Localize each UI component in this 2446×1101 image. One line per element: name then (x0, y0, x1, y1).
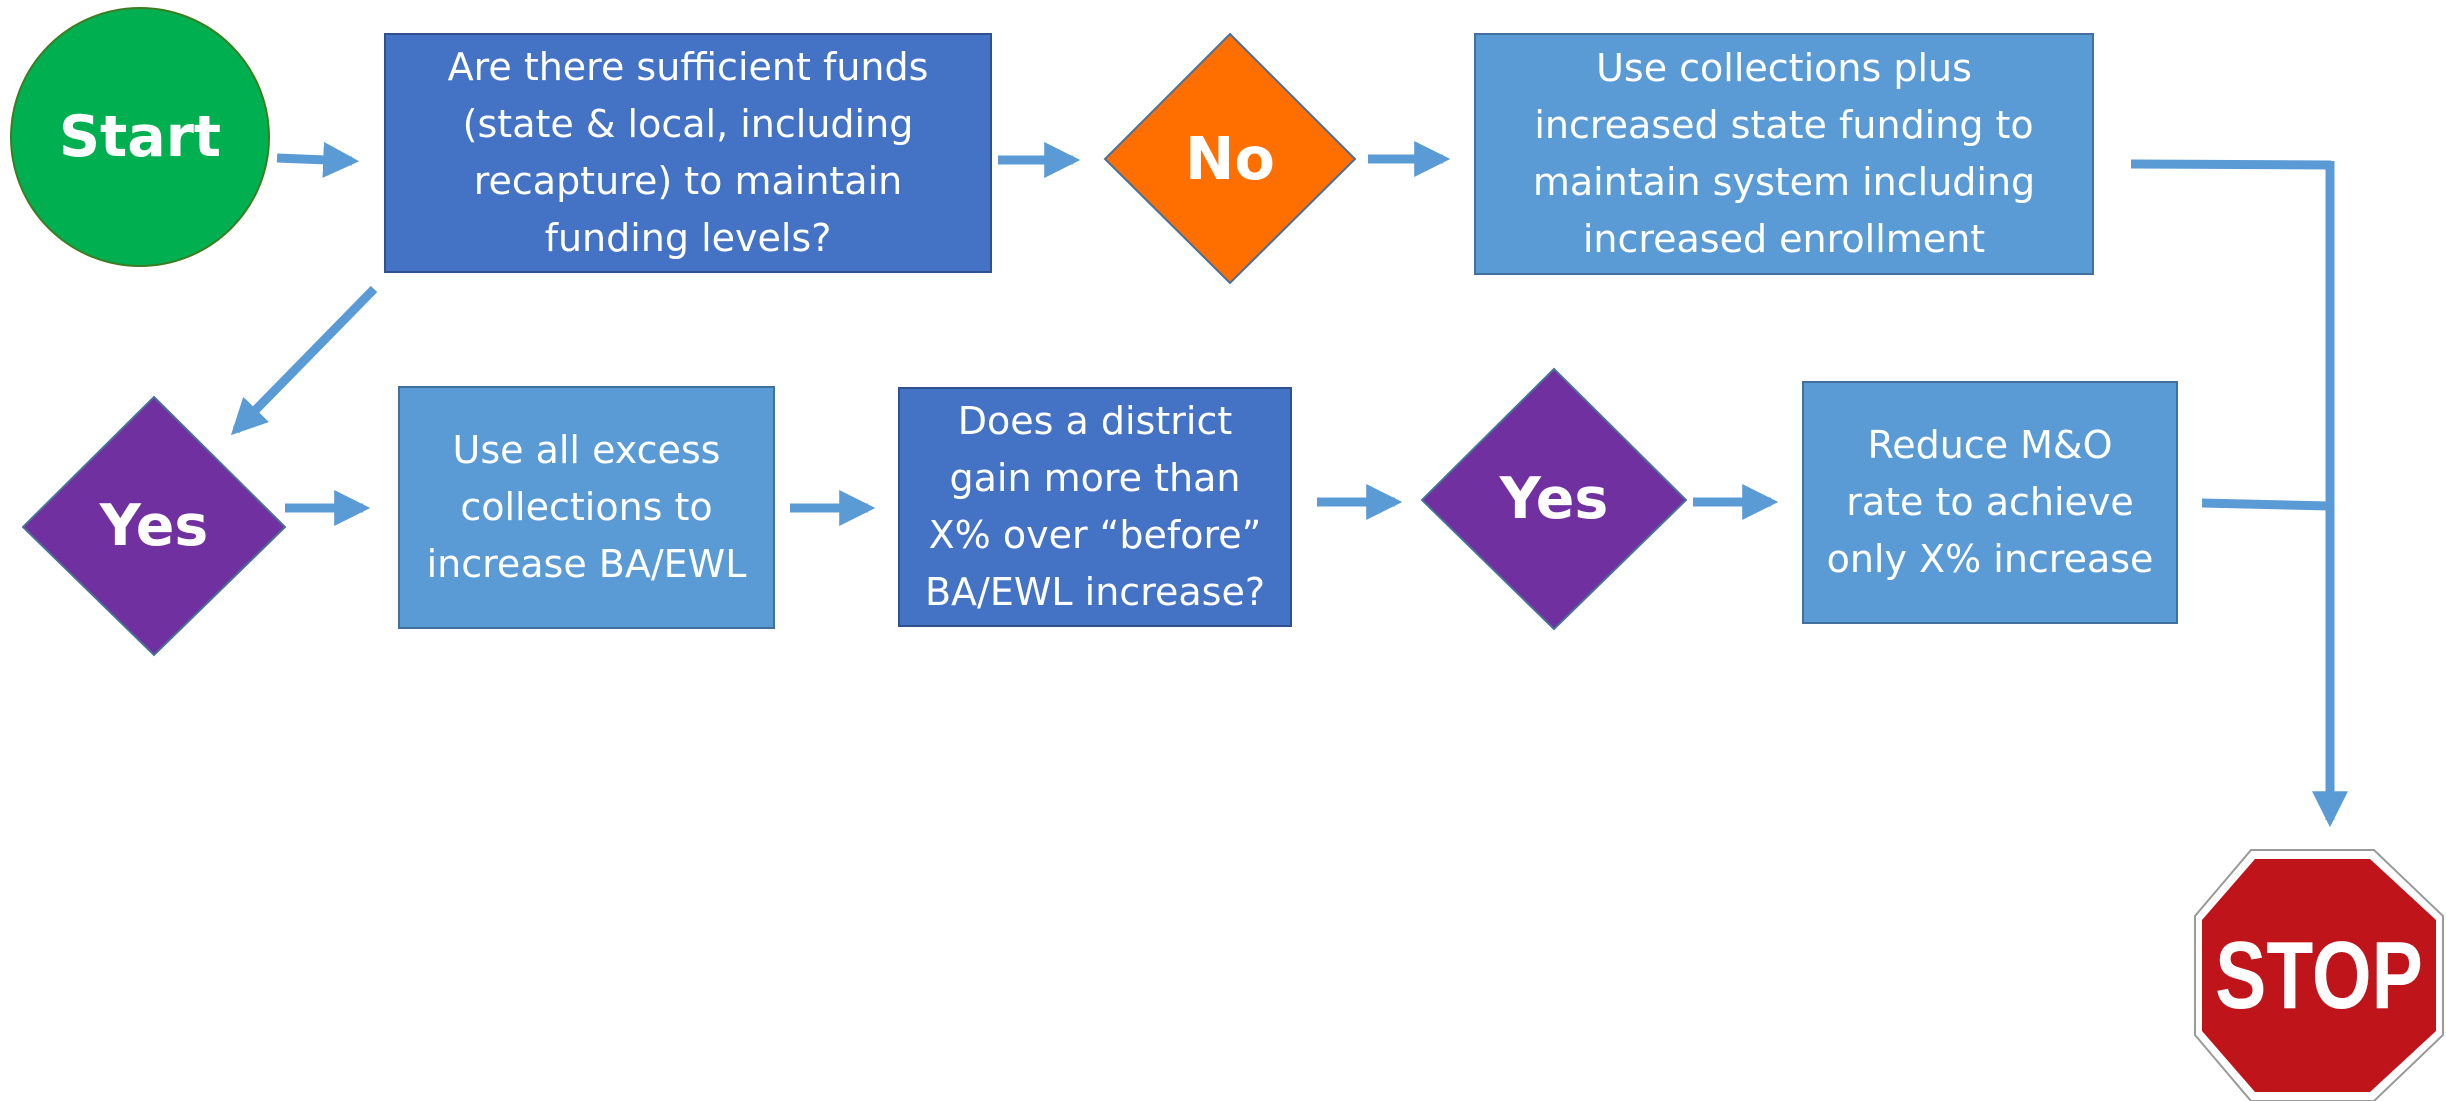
start-label: Start (58, 104, 222, 170)
decision-yes-2-label: Yes (1499, 466, 1609, 532)
question-district-gain: Does a district gain more than X% over “… (898, 387, 1292, 627)
question-district-gain-text: Does a district gain more than X% over “… (924, 399, 1266, 614)
action-excess-collections: Use all excess collections to increase B… (398, 386, 775, 629)
action-increased-state-funding: Use collections plus increased state fun… (1474, 33, 2094, 275)
decision-yes-1-node (21, 395, 287, 657)
action-reduce-mo-rate: Reduce M&O rate to achieve only X% incre… (1802, 381, 2178, 624)
question-sufficient-funds-text: Are there sufficient funds (state & loca… (447, 45, 929, 260)
decision-no-label: No (1185, 124, 1275, 193)
arrow-start-to-question (276, 141, 360, 178)
action-reduce-mo-rate-text: Reduce M&O rate to achieve only X% incre… (1826, 423, 2154, 581)
action-excess-collections-text: Use all excess collections to increase B… (426, 428, 747, 586)
stop-label: STOP (2215, 921, 2423, 1029)
action-increased-state-funding-text: Use collections plus increased state fun… (1532, 46, 2036, 261)
connector-bottom-branch (2201, 498, 2330, 511)
stop-sign (2202, 859, 2436, 1092)
start-node (10, 7, 270, 267)
question-sufficient-funds: Are there sufficient funds (state & loca… (384, 33, 992, 273)
decision-yes-2-node (1420, 367, 1688, 631)
decision-no-node (1103, 32, 1357, 285)
arrow-question-to-yes (230, 285, 378, 436)
decision-yes-1-label: Yes (99, 493, 209, 559)
connector-top-branch (2130, 159, 2332, 170)
